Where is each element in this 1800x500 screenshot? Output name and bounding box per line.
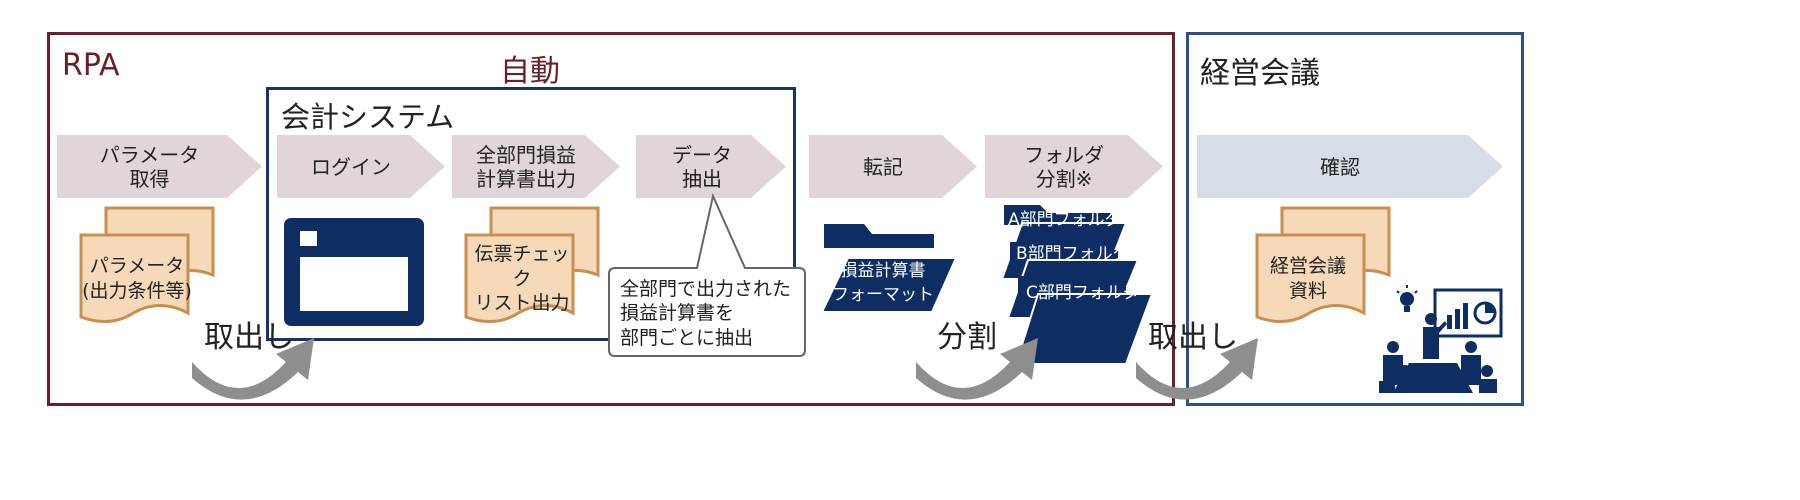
presentation-meeting-icon [1379, 285, 1503, 393]
callout-text: 全部門で出力された 損益計算書を 部門ごとに抽出 [620, 278, 792, 349]
step-split-label: フォルダ 分割※ [1024, 142, 1104, 191]
param-document-label: パラメータ (出力条件等) [82, 255, 192, 302]
curved-arrow-icon [1136, 338, 1258, 400]
chevron-shape [809, 135, 977, 198]
take-out-label-1: 取出し [204, 320, 294, 355]
step-confirm: 確認 [1197, 135, 1503, 198]
chevron-shape [57, 135, 262, 198]
voucher-document-label: 伝票チェック リスト出力 [474, 242, 570, 315]
meeting-label: 経営会議 [1200, 56, 1320, 91]
curved-arrow-icon [192, 338, 314, 400]
folder-b-label: B部門フォルダ [1016, 244, 1130, 264]
accounting-system-frame [266, 87, 796, 341]
format-folder-label: 損益計算書 フォーマット [832, 261, 934, 305]
step-confirm-label: 確認 [1320, 154, 1360, 179]
step-param: パラメータ 取得 [57, 135, 262, 198]
meeting-document-label: 経営会議 資料 [1269, 255, 1346, 302]
step-split: フォルダ 分割※ [985, 135, 1163, 198]
callout-bubble [608, 192, 806, 357]
document-stack-icon [464, 206, 600, 323]
split-label: 分割 [937, 320, 997, 355]
step-login-label: ログイン [311, 154, 391, 179]
take-out-label-2: 取出し [1148, 320, 1238, 355]
app-window-icon [284, 218, 424, 326]
step-output-label: 全部門損益 計算書出力 [476, 142, 576, 191]
folder-icon [820, 224, 958, 313]
folder-c-label: C部門フォルダ [1026, 283, 1140, 303]
chevron-shape [1197, 135, 1503, 198]
document-stack-icon [1255, 206, 1391, 323]
auto-label: 自動 [500, 54, 560, 89]
chevron-shape [277, 135, 445, 198]
step-login: ログイン [277, 135, 445, 198]
curved-arrow-icon [916, 338, 1038, 400]
rpa-frame [47, 32, 1175, 406]
rpa-label: RPA [62, 48, 120, 83]
step-output: 全部門損益 計算書出力 [452, 135, 620, 198]
chevron-shape [636, 135, 786, 198]
meeting-frame [1186, 32, 1524, 406]
step-param-label: パラメータ 取得 [99, 142, 200, 191]
system-label: 会計システム [281, 100, 455, 134]
chevron-shape [985, 135, 1163, 198]
chevron-shape [452, 135, 620, 198]
step-transfer-label: 転記 [863, 154, 903, 179]
step-extract-label: データ 抽出 [672, 142, 732, 191]
step-transfer: 転記 [809, 135, 977, 198]
folder-a-label: A部門フォルダ [1008, 210, 1122, 230]
folder-icon [1014, 276, 1154, 365]
step-extract: データ 抽出 [636, 135, 786, 198]
document-stack-icon [79, 206, 215, 323]
